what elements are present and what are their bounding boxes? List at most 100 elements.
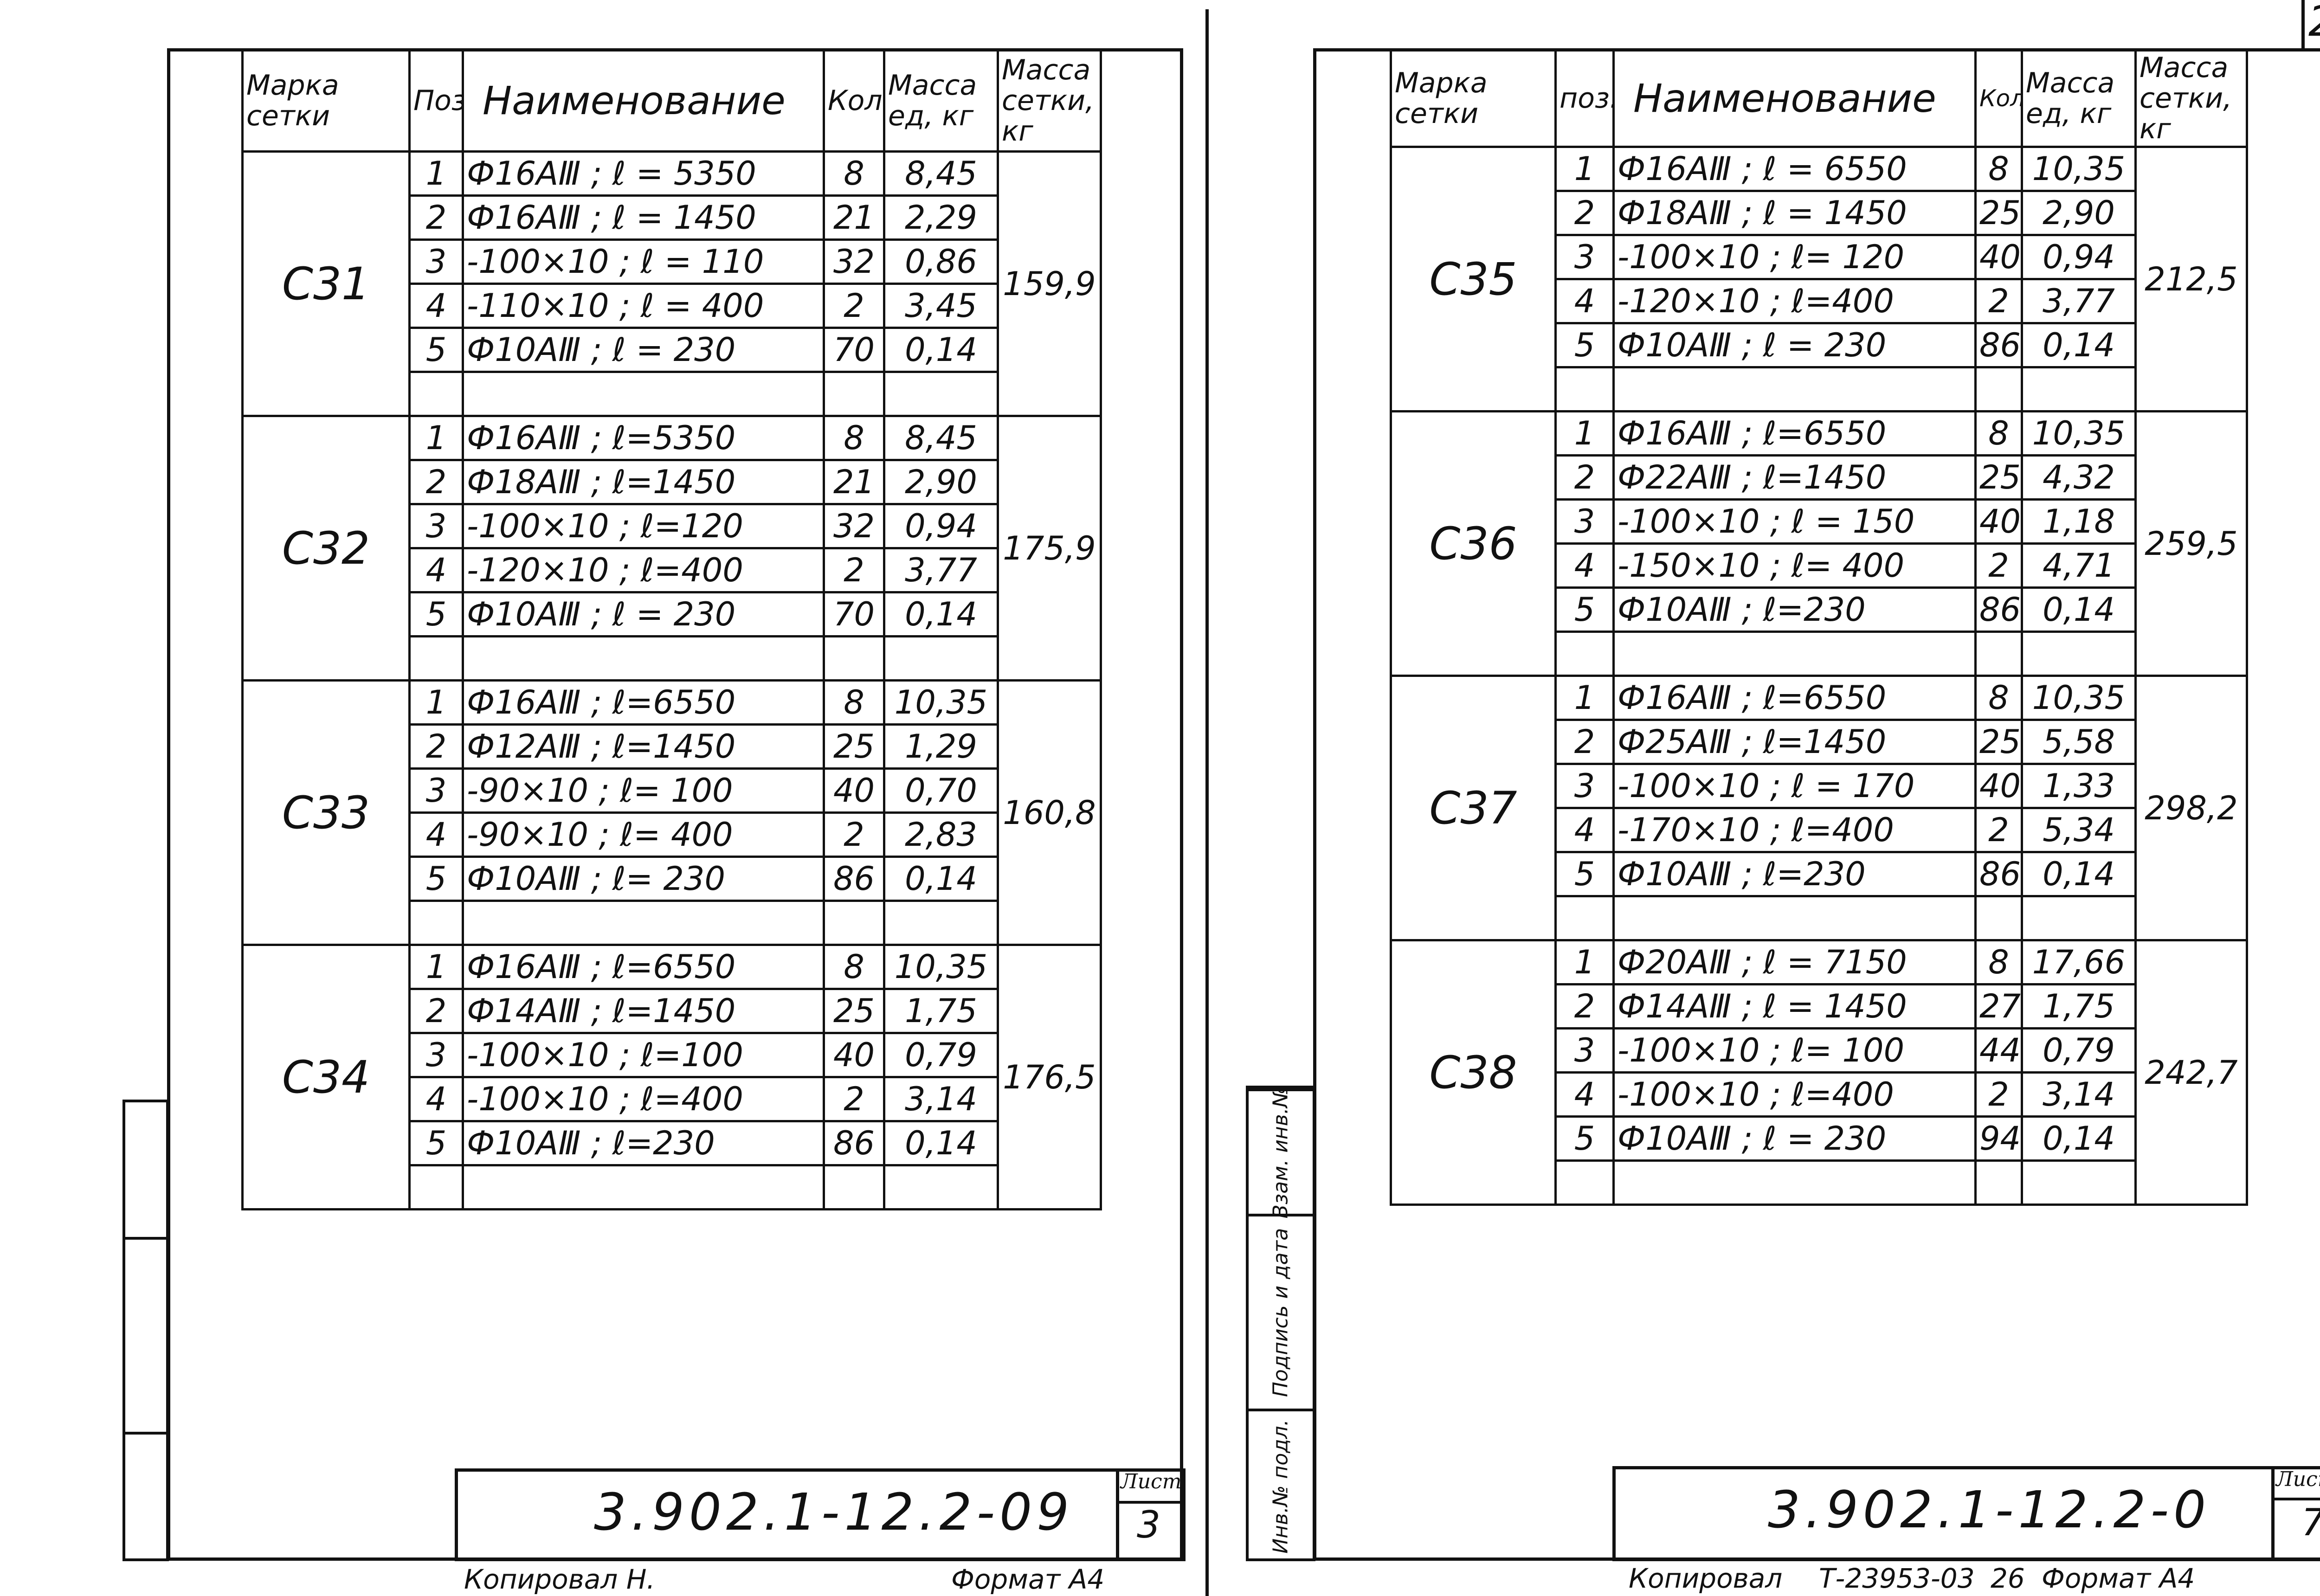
item-name: -100×10 ; ℓ = 110 [462,238,825,285]
item-unit-mass: 0,14 [883,1120,999,1166]
grid-total-mass: 298,2 [2134,675,2248,941]
item-name: -120×10 ; ℓ=400 [1612,278,1977,324]
blank-cell [2021,631,2137,677]
position-number: 2 [1554,454,1615,501]
item-quantity: 40 [1974,234,2023,280]
blank-cell [883,371,999,417]
right-stamp-divider [2271,1466,2275,1561]
grid-total-mass: 212,5 [2134,146,2248,412]
item-name: -100×10 ; ℓ= 100 [1612,1027,1977,1074]
right-title-stamp [1612,1466,2320,1561]
position-number: 3 [1554,763,1615,809]
grid-total-mass: 242,7 [2134,939,2248,1206]
item-quantity: 8 [823,679,885,726]
position-number: 5 [408,591,464,637]
item-quantity: 86 [823,1120,885,1166]
item-unit-mass: 3,14 [883,1076,999,1122]
right-sheet-label: Лист [2276,1467,2320,1491]
blank-cell [1974,366,2023,412]
grid-total-mass: 159,9 [997,150,1102,417]
grid-total-mass: 175,9 [997,415,1102,682]
position-number: 1 [1554,410,1615,457]
right-document-code: 3.902.1-12.2-0 [1768,1480,2211,1539]
item-unit-mass: 1,33 [2021,763,2137,809]
item-unit-mass: 0,94 [883,503,999,549]
header-qty: Кол [823,48,885,153]
position-number: 2 [1554,983,1615,1030]
item-quantity: 21 [823,459,885,505]
item-unit-mass: 0,79 [2021,1027,2137,1074]
position-number: 3 [408,503,464,549]
header-pos: Поз [408,48,464,153]
item-name: Ф10АⅢ ; ℓ = 230 [1612,1115,1977,1162]
item-name: Ф12АⅢ ; ℓ=1450 [462,723,825,770]
item-name: Ф16АⅢ ; ℓ = 5350 [462,150,825,197]
grid-mark: С31 [241,150,411,417]
item-name: -110×10 ; ℓ = 400 [462,283,825,329]
header-mark: Марка сетки [1390,48,1557,148]
item-unit-mass: 17,66 [2021,939,2137,985]
grid-mark: С34 [241,944,411,1210]
item-unit-mass: 10,35 [883,679,999,726]
item-quantity: 2 [1974,542,2023,589]
header-qty: Кол [1974,48,2023,148]
blank-cell [823,635,885,682]
position-number: 2 [1554,719,1615,765]
item-quantity: 25 [1974,719,2023,765]
item-name: -100×10 ; ℓ = 170 [1612,763,1977,809]
position-number: 5 [1554,322,1615,368]
item-quantity: 8 [823,415,885,461]
header-mark: Марка сетки [241,48,411,153]
blank-cell [1612,1159,1977,1206]
position-number: 5 [408,327,464,373]
position-number: 3 [408,1032,464,1078]
blank-cell [408,900,464,946]
item-name: -170×10 ; ℓ=400 [1612,807,1977,853]
item-quantity: 2 [823,283,885,329]
blank-cell [823,900,885,946]
right-footer-number: 26 [1991,1563,2025,1594]
position-number: 4 [408,811,464,858]
header-pos: поз. [1554,48,1615,148]
position-number: 1 [408,679,464,726]
side-label-replace: Взам. инв.№ [1269,1086,1293,1219]
item-quantity: 21 [823,194,885,241]
item-name: -120×10 ; ℓ=400 [462,547,825,593]
item-name: -100×10 ; ℓ=400 [462,1076,825,1122]
item-unit-mass: 0,14 [2021,322,2137,368]
item-unit-mass: 3,77 [883,547,999,593]
blank-cell [1974,631,2023,677]
position-number: 5 [1554,586,1615,633]
position-number: 4 [1554,542,1615,589]
item-unit-mass: 0,14 [883,856,999,902]
grid-total-mass: 259,5 [2134,410,2248,677]
grid-mark: С33 [241,679,411,946]
item-unit-mass: 8,45 [883,415,999,461]
blank-cell [462,900,825,946]
item-name: -100×10 ; ℓ=120 [462,503,825,549]
side-label-inventory: Инв.№ подл. [1269,1419,1293,1554]
blank-cell [1612,631,1977,677]
position-number: 1 [408,150,464,197]
left-title-stamp [455,1468,1186,1561]
item-unit-mass: 10,35 [2021,410,2137,457]
header-set-mass: Масса сетки, кг [997,48,1102,153]
left-document-code: 3.902.1-12.2-09 [594,1482,1074,1542]
side-label-signature: Подпись и дата [1269,1228,1293,1397]
item-quantity: 8 [1974,146,2023,192]
item-name: Ф16АⅢ ; ℓ=6550 [1612,410,1977,457]
item-name: -150×10 ; ℓ= 400 [1612,542,1977,589]
